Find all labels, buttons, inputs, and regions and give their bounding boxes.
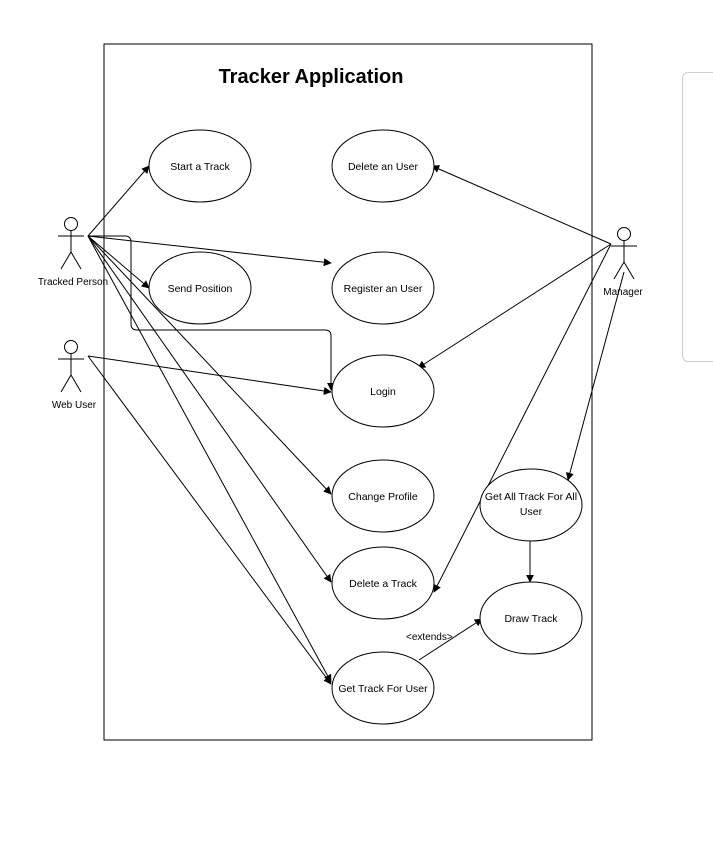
use-case-label: Login: [370, 386, 396, 398]
link-tracked-start-track: [87, 165, 150, 237]
use-case-login: Login: [331, 354, 435, 428]
use-case-label: Send Position: [168, 283, 233, 295]
actor-manager: Manager: [603, 227, 643, 298]
use-case-label: Draw Track: [504, 613, 558, 625]
link-tracked-get-track-user: [87, 235, 332, 683]
actor-web-user: Web User: [52, 340, 97, 411]
use-case-delete-track: Delete a Track: [331, 546, 435, 620]
use-case-draw-track: Draw Track: [479, 581, 583, 655]
use-case-register-user: Register an User: [331, 251, 435, 325]
actor-label-tracked-person: Tracked Person: [38, 277, 108, 288]
diagram-title: Tracker Application: [219, 66, 404, 88]
use-case-label: Get Track For User: [338, 683, 428, 695]
use-case-label: Delete a Track: [349, 578, 417, 590]
use-case-label: Delete an User: [348, 161, 419, 173]
link-manager-delete-track: [433, 243, 612, 593]
link-tracked-send-position: [87, 235, 150, 289]
link-web-get-track-user: [87, 355, 332, 685]
link-manager-login: [417, 243, 612, 369]
use-case-delete-user: Delete an User: [331, 129, 435, 203]
use-case-get-all-track: Get All Track For All User: [479, 468, 583, 542]
link-tracked-register-user: [87, 235, 332, 267]
use-case-label: User: [520, 506, 543, 518]
link-tracked-login: [88, 235, 335, 391]
actor-tracked-person: Tracked Person: [38, 217, 108, 288]
link-web-login: [87, 355, 332, 395]
use-case-get-track-user: Get Track For User: [331, 651, 435, 725]
connectors: [87, 165, 625, 685]
use-case-label: Register an User: [344, 283, 423, 295]
link-manager-delete-user: [431, 165, 612, 245]
actor-label-web-user: Web User: [52, 400, 97, 411]
use-case-label: Get All Track For All: [485, 491, 577, 503]
actor-label-manager: Manager: [603, 287, 643, 298]
use-case-label: Start a Track: [170, 161, 230, 173]
use-case-label: Change Profile: [348, 491, 418, 503]
use-case-start-track: Start a Track: [148, 129, 252, 203]
link-tracked-change-profile: [87, 235, 332, 495]
link-tracked-delete-track: [87, 235, 332, 583]
link-extends-draw-track: [418, 618, 483, 661]
extends-label: <extends>: [406, 632, 453, 643]
link-manager-get-all-track: [566, 271, 625, 481]
side-panel: [682, 72, 713, 362]
use-case-change-profile: Change Profile: [331, 459, 435, 533]
use-case-send-position: Send Position: [148, 251, 252, 325]
